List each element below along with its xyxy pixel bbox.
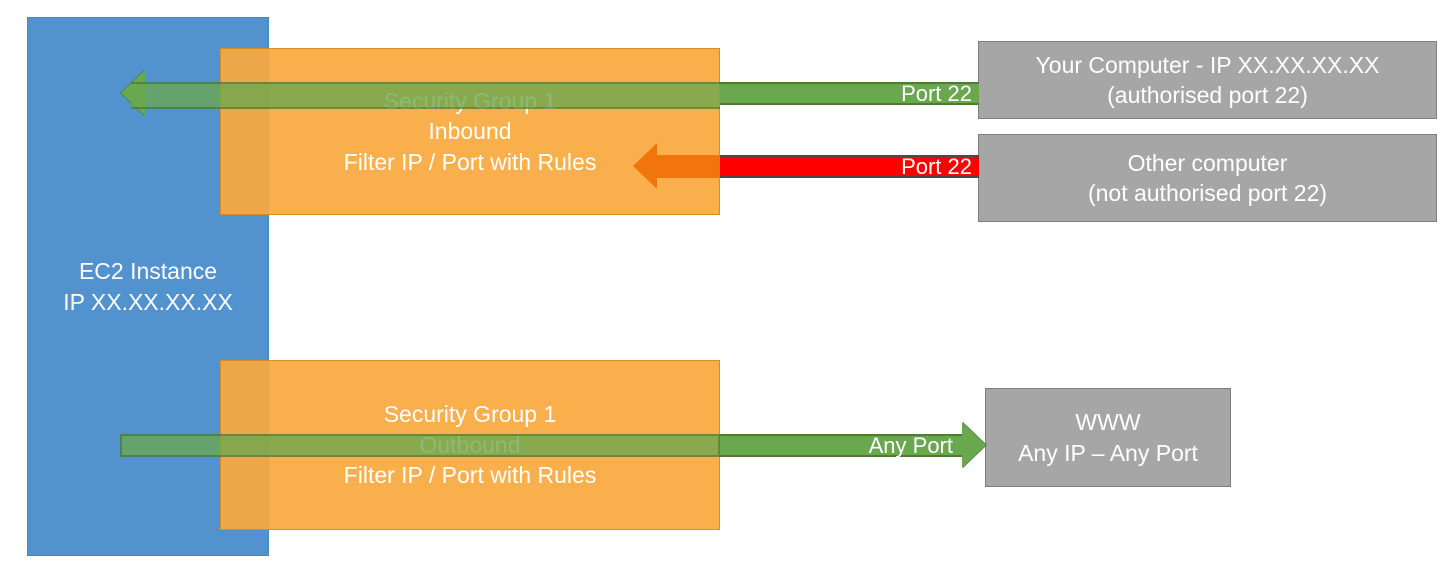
ec2-instance-name: EC2 Instance <box>78 258 218 285</box>
connector-inbound-allowed: Port 22 <box>720 80 979 106</box>
inbound-allowed-arrow-shaft <box>131 82 720 109</box>
sg-outbound-rule: Filter IP / Port with Rules <box>343 462 597 489</box>
endpoint-www-line2: Any IP – Any Port <box>1018 439 1198 466</box>
inbound-blocked-arrow-shaft <box>655 155 720 178</box>
security-group-inbound-box: Security Group 1 Inbound Filter IP / Por… <box>220 48 720 215</box>
outbound-arrowhead-icon <box>962 422 986 468</box>
connector-outbound-any-label: Any Port <box>868 432 953 458</box>
connector-inbound-blocked-label: Port 22 <box>901 153 972 179</box>
sg-inbound-rule: Filter IP / Port with Rules <box>343 148 597 175</box>
outbound-arrow-shaft <box>120 434 720 457</box>
sg-outbound-title: Security Group 1 <box>383 401 557 428</box>
inbound-blocked-arrowhead-icon <box>633 143 657 189</box>
ec2-instance-ip: IP XX.XX.XX.XX <box>63 288 233 315</box>
endpoint-your-computer-line2: (authorised port 22) <box>1107 82 1308 108</box>
endpoint-other-computer: Other computer (not authorised port 22) <box>978 134 1437 222</box>
connector-outbound-any: Any Port <box>720 432 963 458</box>
endpoint-other-computer-line1: Other computer <box>1127 149 1288 176</box>
connector-inbound-blocked: Port 22 <box>720 153 979 179</box>
endpoint-your-computer: Your Computer - IP XX.XX.XX.XX (authoris… <box>978 41 1437 119</box>
endpoint-other-computer-line2: (not authorised port 22) <box>1087 180 1328 206</box>
endpoint-www: WWW Any IP – Any Port <box>985 388 1231 487</box>
connector-inbound-allowed-label: Port 22 <box>901 80 972 106</box>
endpoint-your-computer-line1: Your Computer - IP XX.XX.XX.XX <box>1035 51 1380 78</box>
endpoint-www-line1: WWW <box>1075 409 1141 436</box>
sg-inbound-direction: Inbound <box>428 118 512 145</box>
